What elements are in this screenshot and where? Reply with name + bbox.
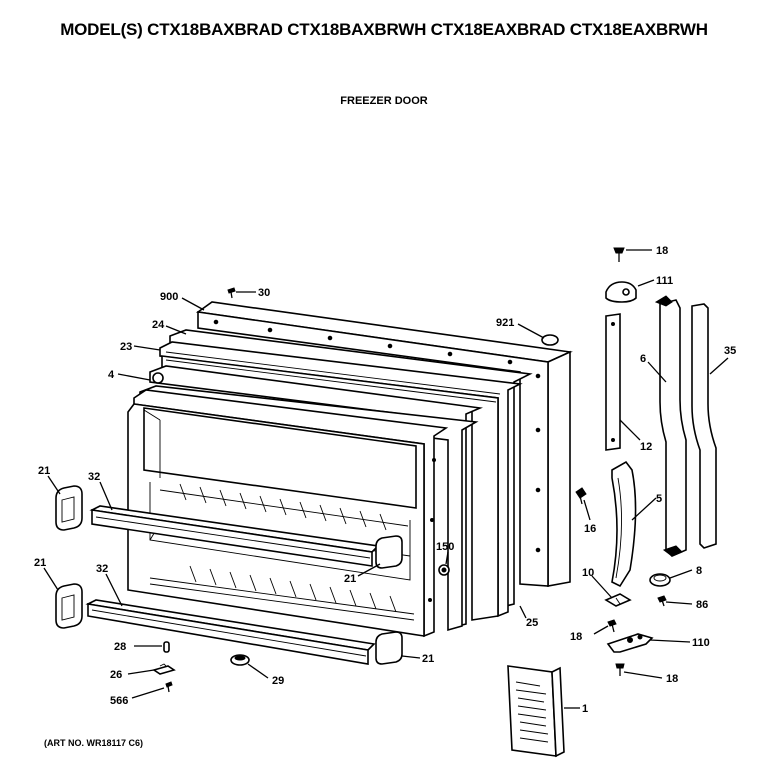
callout-1: 1 [582,703,588,715]
door-gasket-layers [139,329,533,632]
callout-24: 24 [152,319,165,331]
outer-door-panel [195,301,573,587]
page-title: MODEL(S) CTX18BAXBRAD CTX18BAXBRWH CTX18… [60,20,708,39]
instruction-booklet [507,665,565,758]
bracket-10 [604,593,632,607]
callout-28: 28 [114,641,126,653]
callout-86: 86 [696,599,708,611]
callout-32-bottom: 32 [96,563,108,575]
callout-10: 10 [582,567,594,579]
callout-35: 35 [724,345,736,357]
callout-110: 110 [692,637,710,649]
callout-23: 23 [120,341,132,353]
door-liner [127,389,449,638]
callout-21-left-top: 21 [38,465,50,477]
callout-32-top: 32 [88,471,100,483]
callout-21-bottom: 21 [422,653,434,665]
callout-8: 8 [696,565,702,577]
callout-6: 6 [640,353,646,365]
diagram-subtitle: FREEZER DOOR [340,95,428,107]
screw-top [613,247,625,262]
callout-18-mid: 18 [570,631,582,643]
callout-18-top: 18 [656,245,668,257]
bushing-8 [649,573,671,587]
bottom-hinge-110 [606,633,654,653]
screw-30 [227,287,236,299]
callout-16: 16 [584,523,596,535]
shelf-bar-lower [85,599,376,665]
hinge-strip-12 [605,313,621,451]
screw-18-mid [607,619,617,633]
screw-150 [438,564,450,576]
shelf-end-cap-right-bottom [375,631,403,665]
callout-150: 150 [436,541,454,553]
art-number: (ART NO. WR18117 C6) [44,738,144,748]
callout-4: 4 [108,369,115,381]
shelf-end-cap-left-top [55,485,83,531]
callout-29: 29 [272,675,284,687]
cam-26 [152,663,176,675]
door-trim-6 [654,295,687,557]
hinge-cap-111 [605,281,637,303]
callout-30: 30 [258,287,270,299]
callout-900: 900 [160,291,178,303]
screw-566 [165,681,173,693]
callout-21-mid: 21 [344,573,356,585]
callout-566: 566 [110,695,128,707]
leader-lines [43,249,729,709]
handle-5 [611,460,637,588]
door-trim-35 [691,303,717,549]
screw-18-bottom [615,663,625,676]
shelf-end-cap-right-mid [375,535,403,569]
callout-26: 26 [110,669,122,681]
callout-111: 111 [656,275,673,287]
callout-21-left-bottom: 21 [34,557,46,569]
callout-25: 25 [526,617,538,629]
screw-86 [657,595,667,607]
plug-921 [541,334,559,346]
callout-12: 12 [640,441,652,453]
pin-28 [163,641,170,653]
shelf-end-cap-left-bottom [55,583,83,629]
plug-29 [230,654,250,666]
callout-18-bottom: 18 [666,673,678,685]
screw-16 [575,487,587,505]
callout-5: 5 [656,493,662,505]
callout-921: 921 [496,317,514,329]
